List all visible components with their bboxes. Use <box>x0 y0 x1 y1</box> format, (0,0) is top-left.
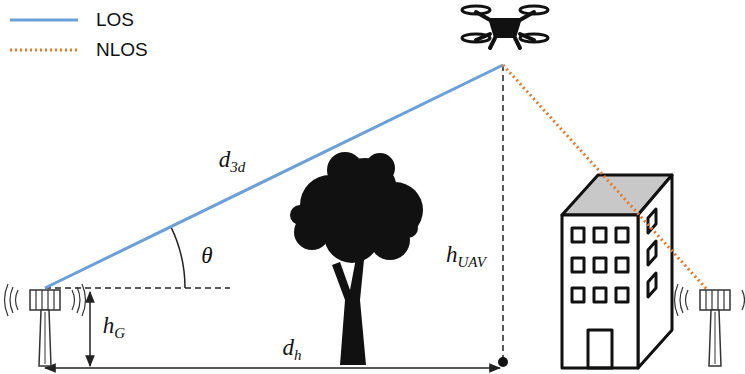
angle-label: θ <box>201 243 212 269</box>
building-symbol <box>562 175 672 368</box>
distance-label: d3d <box>219 147 246 173</box>
height-label: hG <box>103 313 125 339</box>
height-label: hUAV <box>446 242 486 268</box>
los-path <box>45 65 503 288</box>
tree-symbol <box>290 152 423 365</box>
distance-label: dh <box>283 335 302 361</box>
base-station-symbol <box>675 284 745 366</box>
ground-point <box>498 357 508 367</box>
base-station-symbol <box>5 284 86 366</box>
horizontal-distance <box>45 367 500 369</box>
ground-height <box>89 292 91 366</box>
nlos-path <box>503 65 712 295</box>
altitude-line <box>502 65 504 360</box>
angle-arc <box>171 227 185 288</box>
horizontal-reference <box>45 287 230 289</box>
uav-symbol <box>462 6 548 48</box>
nlos-sample <box>10 49 78 52</box>
los-sample <box>10 19 78 22</box>
legend-label: NLOS <box>96 39 148 61</box>
legend-label: LOS <box>96 9 134 31</box>
